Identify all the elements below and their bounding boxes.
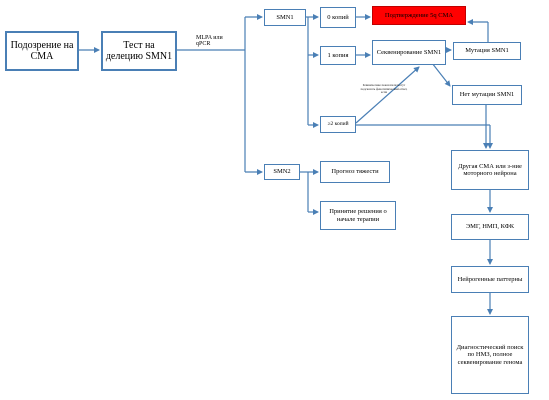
suspect-sma-label: Подозрение на СМА — [10, 40, 74, 62]
smn1-branch-box: SMN1 — [264, 9, 306, 26]
therapy-decision-label: Принятие решения о начале терапии — [329, 208, 387, 223]
copies-1-box: 1 копия — [320, 46, 356, 65]
copies-2plus-label: ≥2 копий — [327, 121, 349, 128]
severity-prognosis-box: Прогноз тяжести — [320, 161, 390, 183]
suspect-sma-box: Подозрение на СМА — [5, 31, 79, 71]
diagnostic-search-label: Диагностический поиск по НМЗ, полное сек… — [456, 344, 524, 366]
mutation-smn1-box: Мутация SMN1 — [453, 42, 521, 60]
emg-label: ЭМГ, НМП, КФК — [465, 223, 515, 231]
severity-prognosis-label: Прогноз тяжести — [331, 168, 379, 176]
copies-2plus-box: ≥2 копий — [320, 116, 356, 133]
smn2-branch-box: SMN2 — [264, 164, 300, 180]
deletion-test-label: Тест на делецию SMN1 — [105, 40, 173, 62]
method-label: MLPA или qPCR — [196, 35, 223, 48]
smn2-branch-label: SMN2 — [273, 168, 291, 176]
copies-0-box: 0 копий — [320, 7, 356, 28]
confirm-5q-sma-label: Подтверждение 5q СМА — [384, 11, 454, 19]
diagnostic-search-box: Диагностический поиск по НМЗ, полное сек… — [451, 316, 529, 394]
neuro-patterns-label: Нейрогенные паттерны — [457, 275, 523, 283]
sequencing-smn1-label: Секвенирование SMN1 — [376, 48, 442, 56]
therapy-decision-box: Принятие решения о начале терапии — [320, 201, 396, 230]
sequencing-smn1-box: Секвенирование SMN1 — [372, 40, 446, 65]
other-sma-box: Другая СМА или з-ние моторного нейрона — [451, 150, 529, 190]
smn1-branch-label: SMN1 — [276, 13, 294, 21]
emg-box: ЭМГ, НМП, КФК — [451, 214, 529, 240]
deletion-test-box: Тест на делецию SMN1 — [101, 31, 177, 71]
no-mutation-smn1-label: Нет мутации SMN1 — [459, 91, 515, 99]
other-sma-label: Другая СМА или з-ние моторного нейрона — [458, 162, 522, 177]
copies-1-label: 1 копия — [327, 51, 349, 59]
neuro-patterns-box: Нейрогенные паттерны — [451, 266, 529, 293]
confirm-5q-sma-box: Подтверждение 5q СМА — [372, 6, 466, 25]
clinical-note: Клинические показатели могут подсказать … — [360, 83, 408, 95]
no-mutation-smn1-box: Нет мутации SMN1 — [452, 85, 522, 105]
copies-0-label: 0 копий — [327, 13, 349, 21]
mutation-smn1-label: Мутация SMN1 — [465, 47, 509, 55]
